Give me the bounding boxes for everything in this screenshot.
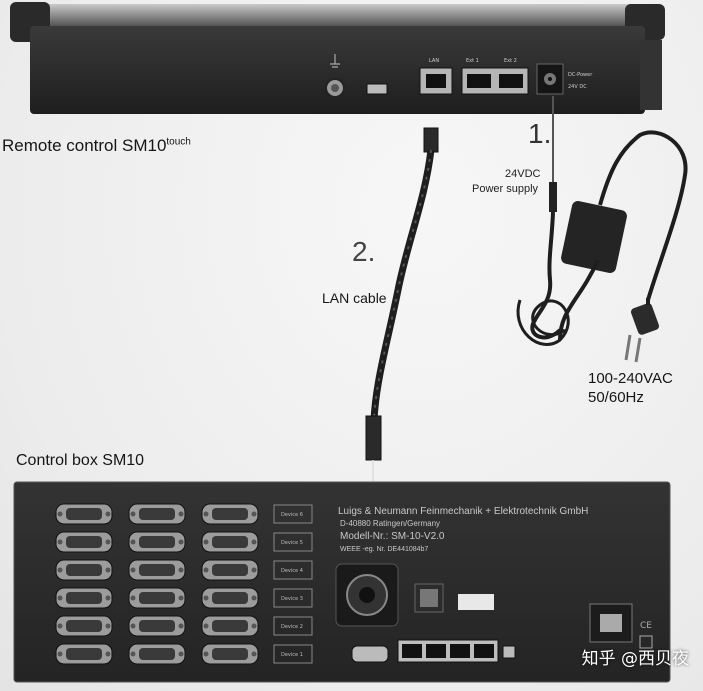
power-adapter <box>560 200 628 274</box>
dsub-connector <box>202 588 258 608</box>
dsub-connector <box>202 560 258 580</box>
dsub-connector <box>129 504 185 524</box>
serial-port <box>352 646 388 662</box>
dsub-connector <box>56 644 112 664</box>
usb-b-port <box>503 646 515 658</box>
dsub-connector <box>202 504 258 524</box>
dsub-connector <box>129 588 185 608</box>
dsub-connector <box>56 532 112 552</box>
dsub-connector <box>129 560 185 580</box>
dsub-connector <box>129 532 185 552</box>
dsub-connector <box>56 560 112 580</box>
device-label: Device 5 <box>281 540 303 546</box>
weee-number: WEEE -eg. Nr. DE441084b7 <box>340 546 428 553</box>
ce-mark-icon: CE <box>640 621 652 631</box>
step-1-label-line2: Power supply <box>472 183 538 195</box>
dsub-connector <box>129 644 185 664</box>
device-label: Device 1 <box>281 652 303 658</box>
dsub-connector <box>56 616 112 636</box>
model-number: Modell-Nr.: SM-10-V2.0 <box>340 531 445 542</box>
step-2-number: 2. <box>352 236 375 268</box>
control-box-title: Control box SM10 <box>16 452 144 470</box>
lan-cable-top-connector <box>424 128 438 152</box>
device-label: Device 4 <box>281 568 303 574</box>
device-label: Device 2 <box>281 624 303 630</box>
mains-frequency-label: 50/60Hz <box>588 389 644 406</box>
power-cable-low <box>532 212 560 337</box>
mains-voltage-label: 100-240VAC <box>588 370 673 387</box>
step-1-number: 1. <box>528 118 551 150</box>
device-label: Device 6 <box>281 512 303 518</box>
step-1-label-line1: 24VDC <box>505 168 540 180</box>
dsub-connector <box>202 616 258 636</box>
step-2-label: LAN cable <box>322 290 387 306</box>
dsub-connector <box>56 588 112 608</box>
manufacturer-name: Luigs & Neumann Feinmechanik + Elektrote… <box>338 506 588 517</box>
serial-sticker <box>458 594 494 610</box>
device-label: Device 3 <box>281 596 303 602</box>
lan-cable-bottom-connector <box>366 416 381 460</box>
dsub-connector <box>202 532 258 552</box>
dsub-connector <box>202 644 258 664</box>
watermark: 知乎 @西贝夜 <box>582 644 689 669</box>
manufacturer-address: D-40880 Ratingen/Germany <box>340 519 440 528</box>
dsub-connector <box>129 616 185 636</box>
power-plug <box>549 182 557 212</box>
dsub-connector <box>56 504 112 524</box>
lan-cable <box>374 150 431 420</box>
mains-plug <box>630 302 660 336</box>
